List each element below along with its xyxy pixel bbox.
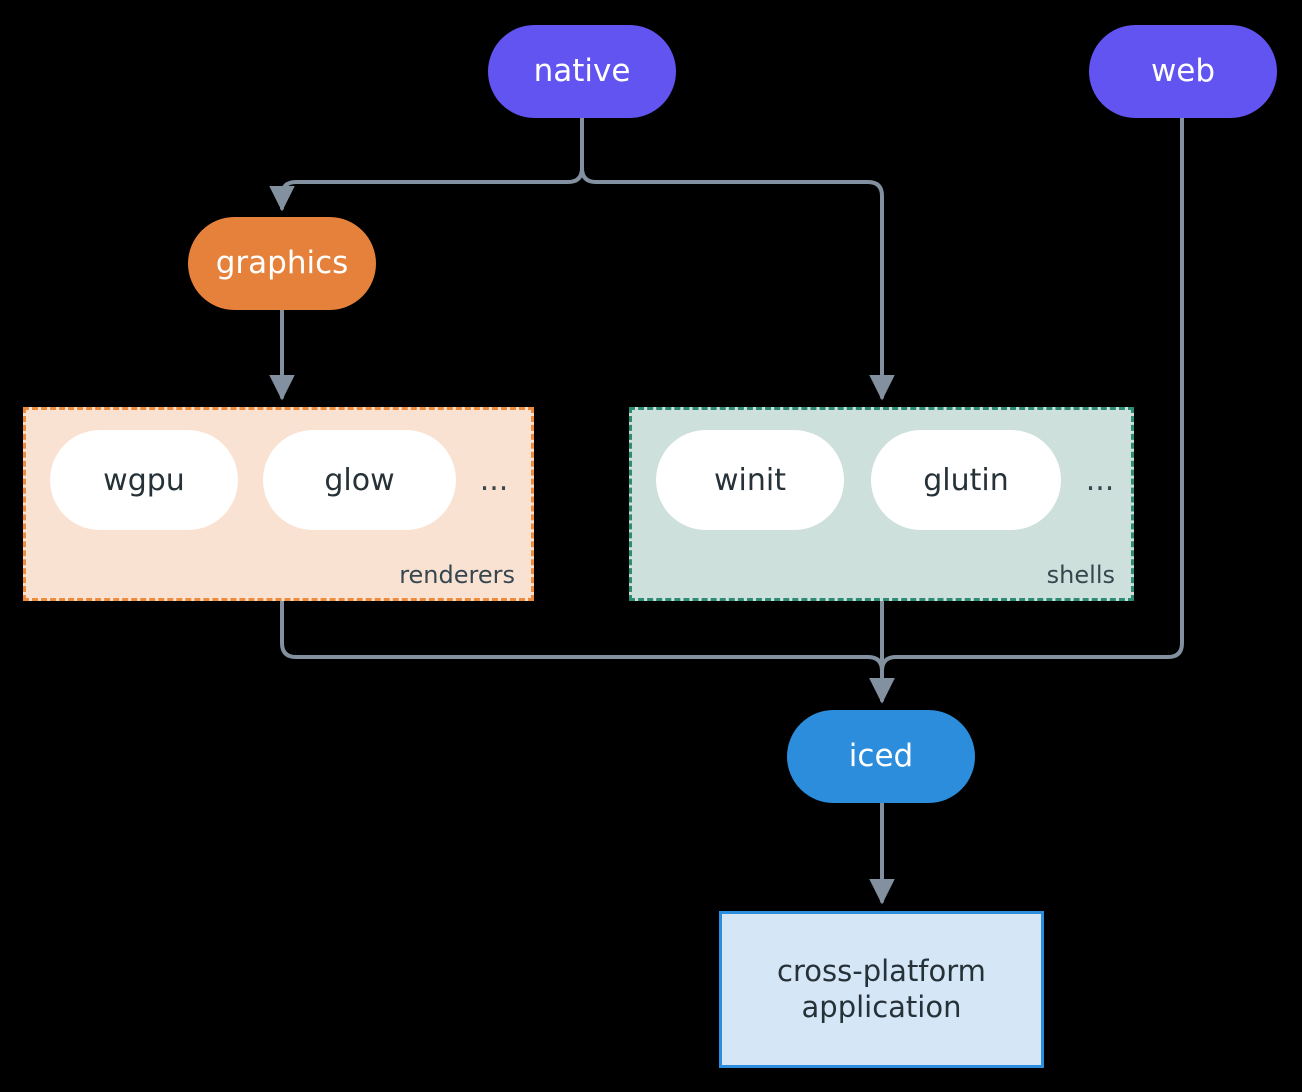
node-web-label: web [1150,52,1216,89]
node-web[interactable]: web [1089,25,1277,118]
shells-overflow-ellipsis: ... [1085,462,1115,498]
group-shells-label: shells [1046,561,1115,589]
edge-renderers-to-iced [280,599,895,704]
node-cross-platform-application[interactable]: cross-platform application [719,911,1044,1068]
node-iced-label: iced [848,737,914,774]
renderers-overflow-ellipsis: ... [479,462,509,498]
node-wgpu-label: wgpu [103,462,185,498]
edge-web-to-iced [869,116,1184,704]
node-glow[interactable]: glow [263,430,456,530]
node-graphics[interactable]: graphics [188,217,376,310]
node-native[interactable]: native [488,25,676,118]
node-winit[interactable]: winit [656,430,844,530]
node-wgpu[interactable]: wgpu [50,430,238,530]
edge-native-to-shells [580,116,895,401]
group-renderers-label: renderers [399,561,515,589]
node-application-label-line1: cross-platform [777,954,986,989]
node-native-label: native [533,52,631,89]
node-glow-label: glow [324,462,395,498]
node-graphics-label: graphics [215,244,349,281]
node-iced[interactable]: iced [787,710,975,803]
edge-native-to-graphics [269,116,584,212]
node-glutin-label: glutin [923,462,1009,498]
node-glutin[interactable]: glutin [871,430,1061,530]
node-application-label-line2: application [801,989,962,1024]
node-winit-label: winit [714,462,786,498]
